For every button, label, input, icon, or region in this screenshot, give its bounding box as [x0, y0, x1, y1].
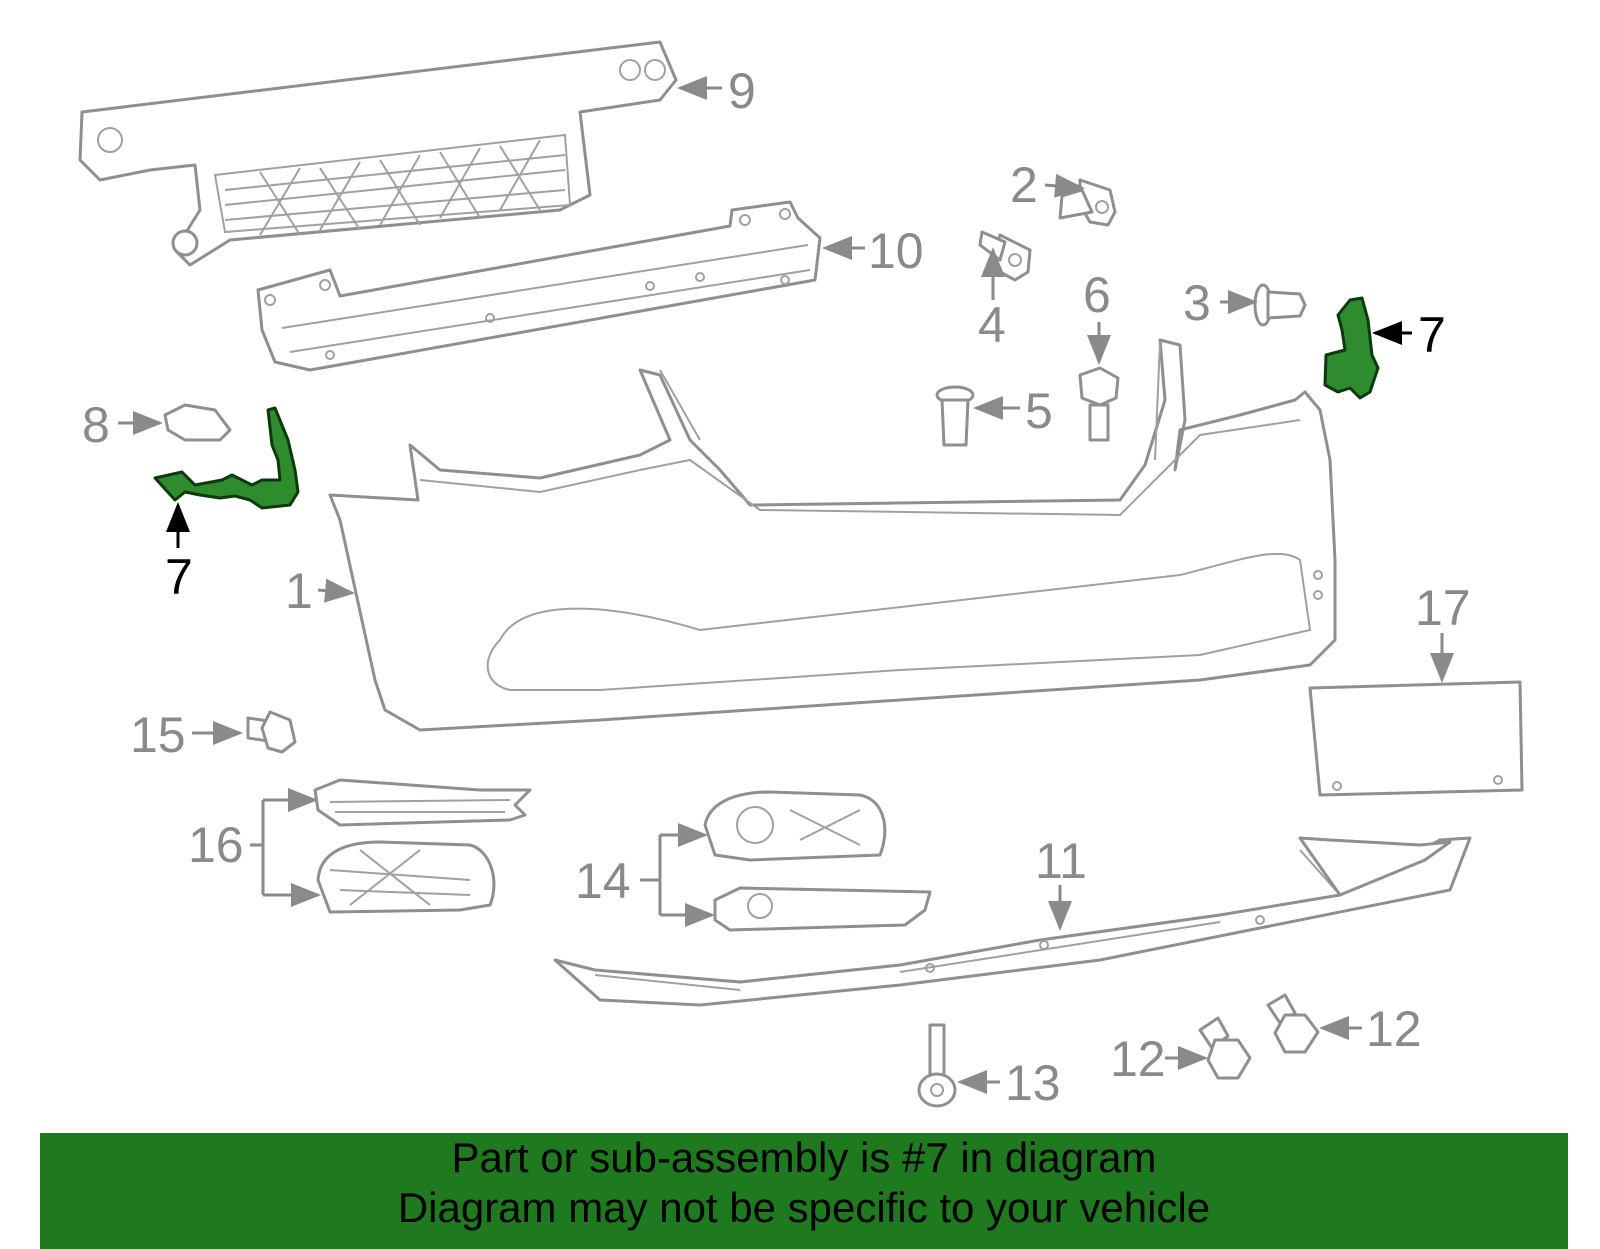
- callout-7-left: 7: [165, 549, 193, 605]
- part-7-bracket-left: [153, 406, 300, 510]
- leader-14: [640, 833, 712, 917]
- part-17-plate: [1308, 680, 1524, 797]
- callout-7-right: 7: [1418, 307, 1446, 363]
- callout-11: 11: [1035, 833, 1087, 889]
- callout-12-right: 12: [1366, 1001, 1422, 1057]
- callout-6: 6: [1083, 267, 1111, 323]
- callout-8: 8: [82, 397, 110, 453]
- leader-16: [250, 800, 265, 895]
- part-15-bolt: [246, 710, 297, 754]
- part-8-bracket-clip: [163, 403, 232, 442]
- callout-3: 3: [1183, 275, 1211, 331]
- banner-line-1: Part or sub-assembly is #7 in diagram: [451, 1134, 1157, 1181]
- info-banner: Part or sub-assembly is #7 in diagram Di…: [40, 1133, 1568, 1249]
- part-12-bolt-b: [1266, 993, 1320, 1054]
- leader-1: [317, 578, 355, 603]
- part-12-bolt-a: [1198, 1016, 1252, 1080]
- part-5-clip: [935, 385, 975, 447]
- part-11-lower-valance: [553, 836, 1472, 1007]
- leader-2: [1044, 173, 1085, 198]
- part-16-bezels: [313, 778, 532, 914]
- callout-17: 17: [1415, 580, 1471, 636]
- part-13-bolt: [917, 1023, 957, 1108]
- callout-14: 14: [575, 853, 631, 909]
- banner-line-2: Diagram may not be specific to your vehi…: [397, 1184, 1211, 1231]
- part-4-bolt: [978, 230, 1032, 282]
- callout-4: 4: [978, 297, 1006, 353]
- part-1-bumper-cover: [328, 338, 1337, 732]
- part-6-nut: [1078, 366, 1120, 442]
- callout-2: 2: [1010, 157, 1038, 213]
- callout-5: 5: [1025, 383, 1053, 439]
- part-9-grille-carrier: [78, 40, 678, 267]
- callout-12-left: 12: [1110, 1031, 1166, 1087]
- callout-13: 13: [1005, 1055, 1061, 1111]
- callout-15: 15: [130, 707, 186, 763]
- part-7-bracket-right: [1323, 296, 1380, 400]
- callout-1: 1: [285, 563, 313, 619]
- callout-10: 10: [868, 223, 924, 279]
- part-3-push-pin: [1253, 283, 1307, 327]
- part-14-fog-bezels: [703, 790, 932, 932]
- callout-16: 16: [188, 817, 244, 873]
- callout-9: 9: [728, 63, 756, 119]
- part-10-reinforcement: [256, 200, 822, 372]
